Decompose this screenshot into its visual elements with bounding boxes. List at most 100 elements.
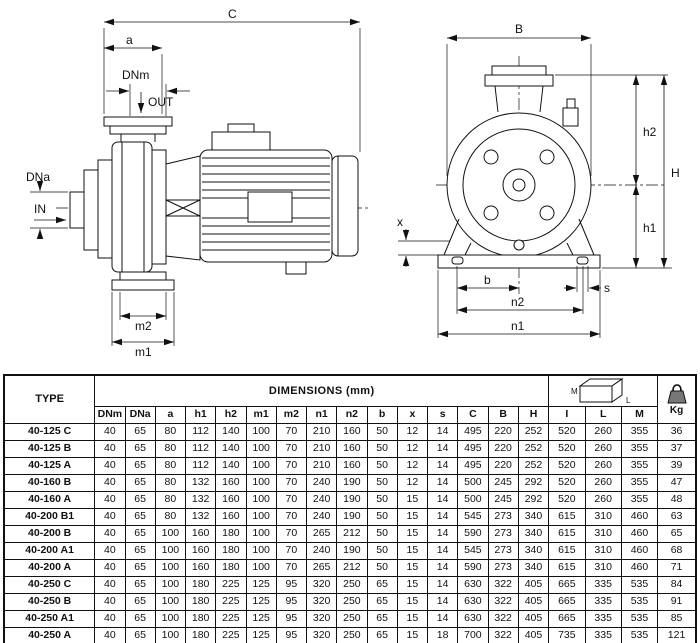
value-cell: 615: [548, 542, 586, 560]
value-cell: 140: [215, 457, 247, 475]
value-cell: 112: [184, 423, 217, 441]
dim-label-OUT: OUT: [148, 95, 174, 109]
value-cell: 40: [94, 457, 126, 475]
pump-foot: [119, 271, 167, 281]
value-cell: 50: [366, 559, 398, 577]
value-cell: 250: [336, 593, 368, 611]
value-cell: 12: [396, 474, 429, 492]
value-cell: 65: [124, 610, 156, 628]
value-cell: 100: [245, 491, 277, 509]
col-header-C: C: [457, 406, 489, 424]
value-cell: 495: [457, 440, 489, 458]
value-cell: 322: [487, 610, 519, 628]
value-cell: 210: [305, 457, 338, 475]
value-cell: 80: [154, 440, 187, 458]
dim-label-H: H: [671, 166, 680, 180]
value-cell: 65: [366, 610, 398, 628]
value-cell: 125: [245, 610, 277, 628]
value-cell: 630: [457, 576, 489, 594]
side-view: [56, 116, 368, 291]
side-lug: [562, 107, 579, 127]
value-cell: 100: [245, 525, 277, 543]
value-cell: 460: [620, 559, 659, 577]
front-base: [437, 254, 601, 269]
value-cell: 320: [305, 627, 338, 643]
value-cell: 65: [124, 542, 156, 560]
value-cell: 50: [366, 508, 398, 526]
value-cell: 260: [584, 423, 622, 441]
suction-stub: [69, 191, 85, 229]
type-cell: 40-250 B: [3, 593, 96, 611]
value-cell: 265: [305, 525, 338, 543]
value-cell: 100: [154, 610, 187, 628]
value-cell: 15: [396, 508, 429, 526]
value-cell: 40: [94, 610, 126, 628]
value-cell: 160: [336, 423, 368, 441]
value-cell: 273: [487, 508, 519, 526]
value-cell: 520: [548, 457, 586, 475]
value-cell: 65: [124, 474, 156, 492]
discharge-flange: [103, 116, 173, 127]
value-cell: 12: [396, 423, 429, 441]
value-cell: 80: [154, 423, 187, 441]
value-cell: 125: [245, 627, 277, 643]
value-cell: 71: [657, 559, 697, 577]
value-cell: 132: [184, 474, 217, 492]
value-cell: 160: [336, 457, 368, 475]
value-cell: 665: [548, 576, 586, 594]
value-cell: 15: [396, 576, 429, 594]
value-cell: 65: [366, 593, 398, 611]
value-cell: 160: [336, 440, 368, 458]
value-cell: 48: [657, 491, 697, 509]
value-cell: 310: [584, 508, 622, 526]
package-box-icon: M L: [571, 378, 631, 405]
type-cell: 40-125 A: [3, 457, 96, 475]
value-cell: 70: [275, 457, 308, 475]
value-cell: 160: [184, 559, 217, 577]
value-cell: 65: [124, 457, 156, 475]
value-cell: 520: [548, 440, 586, 458]
value-cell: 335: [584, 576, 622, 594]
value-cell: 405: [517, 627, 550, 643]
dim-label-x: x: [397, 215, 403, 229]
value-cell: 12: [396, 440, 429, 458]
type-cell: 40-125 C: [3, 423, 96, 441]
value-cell: 85: [657, 610, 697, 628]
value-cell: 63: [657, 508, 697, 526]
col-header-m2: m2: [275, 406, 308, 424]
value-cell: 140: [215, 423, 247, 441]
value-cell: 36: [657, 423, 697, 441]
value-cell: 355: [620, 474, 659, 492]
col-header-DNa: DNa: [124, 406, 156, 424]
vent-plug: [566, 98, 576, 109]
drain-plug: [513, 239, 525, 251]
type-cell: 40-125 B: [3, 440, 96, 458]
value-cell: 545: [457, 508, 489, 526]
value-cell: 335: [584, 627, 622, 643]
value-cell: 15: [396, 610, 429, 628]
value-cell: 590: [457, 525, 489, 543]
value-cell: 405: [517, 593, 550, 611]
value-cell: 245: [487, 491, 519, 509]
value-cell: 252: [517, 440, 550, 458]
value-cell: 590: [457, 559, 489, 577]
value-cell: 70: [275, 423, 308, 441]
value-cell: 160: [215, 491, 247, 509]
value-cell: 65: [366, 627, 398, 643]
value-cell: 240: [305, 542, 338, 560]
type-cell: 40-250 A: [3, 627, 96, 643]
value-cell: 292: [517, 474, 550, 492]
value-cell: 100: [154, 593, 187, 611]
value-cell: 95: [275, 610, 308, 628]
value-cell: 220: [487, 457, 519, 475]
value-cell: 520: [548, 474, 586, 492]
table-header-row: TYPE DIMENSIONS (mm) M L: [3, 374, 697, 424]
motor-fins: [202, 157, 330, 251]
